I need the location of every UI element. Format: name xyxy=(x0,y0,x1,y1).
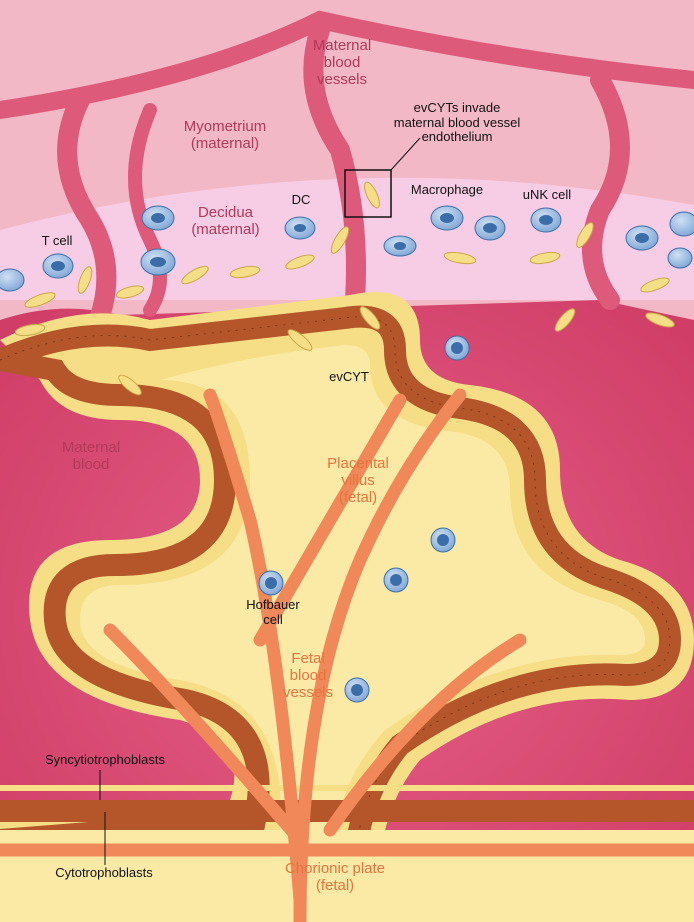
label-myometrium: Myometrium(maternal) xyxy=(183,118,267,152)
inset-box xyxy=(344,169,392,218)
fetal-blood-vessels xyxy=(0,388,694,922)
immune-cells xyxy=(0,205,694,292)
label-decidua: Decidua(maternal) xyxy=(191,204,260,238)
maternal-blood-vessels xyxy=(0,10,694,340)
inset-leader xyxy=(390,137,421,171)
label-syncytiotrophoblasts: Syncytiotrophoblasts xyxy=(45,752,165,767)
hofbauer-cells xyxy=(258,335,470,703)
villus-cytotrophoblast-inner-line xyxy=(0,316,671,922)
label-evcyt: evCYT xyxy=(329,369,369,384)
label-cytotrophoblasts: Cytotrophoblasts xyxy=(55,865,153,880)
label-dc: DC xyxy=(291,192,311,207)
label-unk-cell: uNK cell xyxy=(522,187,572,202)
villus-core xyxy=(80,345,645,922)
chorionic-syncytio-band xyxy=(0,785,694,791)
decidual-stromal-cells xyxy=(14,181,675,396)
label-t-cell: T cell xyxy=(41,233,73,248)
label-chorionic-plate: Chorionic plate(fetal) xyxy=(284,860,386,894)
label-macrophage: Macrophage xyxy=(410,182,484,197)
